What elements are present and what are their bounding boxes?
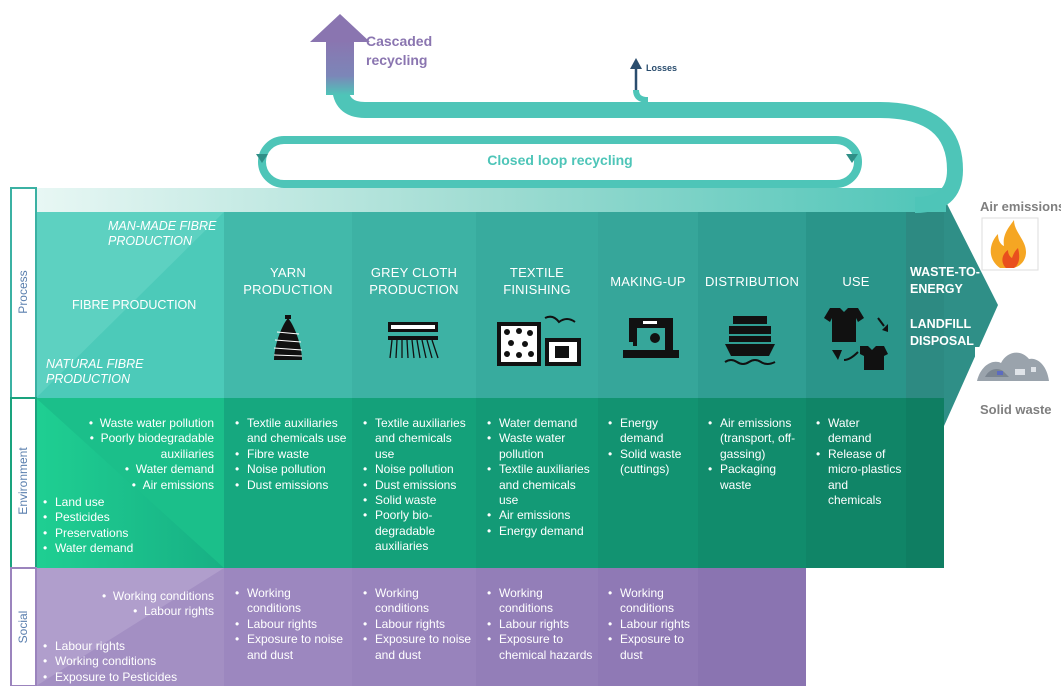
list-item: Working conditions	[361, 586, 473, 617]
row-label-environment: Environment	[16, 447, 30, 515]
list-item: Noise pollution	[233, 462, 348, 478]
closed-loop-label: Closed loop recycling	[487, 152, 633, 168]
list-item: Labour rights	[606, 617, 696, 633]
man-made-fibre-label: MAN-MADE FIBRE PRODUCTION	[108, 219, 217, 249]
dyeing-machine-icon	[497, 315, 581, 366]
env-list-yarn: Textile auxiliaries and chemicals use Fi…	[233, 416, 348, 493]
list-item: Exposure to noise and dust	[233, 632, 348, 663]
natural-fibre-label: NATURAL FIBRE PRODUCTION	[46, 357, 144, 387]
social-list-making-up: Working conditions Labour rights Exposur…	[606, 586, 696, 663]
fibre-env-left-list: Land use Pesticides Preservations Water …	[41, 495, 191, 557]
list-item: Water demand	[41, 541, 191, 557]
sewing-machine-icon	[623, 318, 679, 358]
outer-recycling-loop	[332, 40, 964, 213]
list-item: Solid waste (cuttings)	[606, 447, 696, 478]
list-item: Energy demand	[485, 524, 595, 540]
stage-title-making-up: MAKING-UP	[610, 274, 686, 289]
loom-icon	[388, 322, 439, 359]
list-item: Water demand	[814, 416, 902, 447]
row-label-process: Process	[16, 270, 30, 314]
env-list-use: Water demand Release of micro-plastics a…	[814, 416, 902, 508]
list-item: Working conditions	[606, 586, 696, 617]
list-item: Labour rights	[60, 604, 214, 619]
list-item: Working conditions	[60, 589, 214, 604]
list-item: Exposure to Pesticides	[41, 670, 221, 686]
list-item: Water demand	[485, 416, 595, 432]
list-item: Pesticides	[41, 510, 191, 526]
stage-title-yarn: YARN PRODUCTION	[243, 265, 333, 297]
list-item: Water demand	[52, 462, 214, 477]
list-item: Poorly biodegradable auxiliaries	[52, 431, 214, 462]
list-item: Packaging waste	[706, 462, 802, 493]
process-label-box	[10, 187, 37, 399]
list-item: Working conditions	[485, 586, 595, 617]
loop-band	[36, 188, 946, 212]
list-item: Exposure to dust	[606, 632, 696, 663]
list-item: Preservations	[41, 526, 191, 542]
env-list-finishing: Water demand Waste water pollution Texti…	[485, 416, 595, 540]
fibre-production-label: FIBRE PRODUCTION	[72, 298, 197, 312]
waste-to-energy-label: WASTE-TO-ENERGY	[910, 265, 980, 296]
process-row-bg	[36, 212, 906, 398]
losses-label: Losses	[646, 63, 678, 73]
yarn-cone-icon	[273, 315, 303, 360]
list-item: Working conditions	[41, 654, 221, 670]
list-item: Energy demand	[606, 416, 696, 447]
cascaded-arrow-shaft	[326, 40, 354, 95]
list-item: Labour rights	[233, 617, 348, 633]
list-item: Exposure to chemical hazards	[485, 632, 595, 663]
social-list-yarn: Working conditions Labour rights Exposur…	[233, 586, 348, 663]
fire-icon	[981, 217, 1039, 271]
stage-title-use: USE	[842, 274, 870, 289]
list-item: Labour rights	[361, 617, 473, 633]
solid-waste-label: Solid waste	[980, 402, 1052, 417]
list-item: Waste water pollution	[485, 431, 595, 462]
env-list-grey-cloth: Textile auxiliaries and chemicals use No…	[361, 416, 473, 555]
list-item: Dust emissions	[361, 478, 473, 494]
clothing-cycle-icon	[824, 308, 888, 370]
list-item: Waste water pollution	[52, 416, 214, 431]
stage-title-distribution: DISTRIBUTION	[704, 274, 800, 289]
env-list-distribution: Air emissions (transport, off-gassing) P…	[706, 416, 802, 493]
list-item: Air emissions	[52, 478, 214, 493]
list-item: Textile auxiliaries and chemicals use	[485, 462, 595, 508]
fibre-social-right-list: Working conditions Labour rights	[60, 589, 214, 620]
social-label-box	[10, 567, 37, 686]
cascaded-arrow-head	[310, 14, 370, 42]
list-item: Fibre waste	[233, 447, 348, 463]
landfill-icon	[975, 347, 1051, 383]
stage-title-finishing: TEXTILE FINISHING	[503, 265, 571, 297]
list-item: Release of micro-plastics and chemicals	[814, 447, 902, 509]
list-item: Air emissions (transport, off-gassing)	[706, 416, 802, 462]
list-item: Land use	[41, 495, 191, 511]
cascaded-recycling-label: Cascaded recycling	[366, 33, 433, 68]
row-label-social: Social	[16, 610, 30, 644]
list-item: Working conditions	[233, 586, 348, 617]
list-item: Dust emissions	[233, 478, 348, 494]
cargo-ship-icon	[724, 316, 776, 365]
list-item: Labour rights	[41, 639, 221, 655]
landfill-disposal-label: LANDFILL DISPOSAL	[910, 317, 974, 348]
list-item: Textile auxiliaries and chemicals use	[233, 416, 348, 447]
stage-title-grey-cloth: GREY CLOTH PRODUCTION	[369, 265, 459, 297]
list-item: Labour rights	[485, 617, 595, 633]
fibre-social-left-list: Labour rights Working conditions Exposur…	[41, 639, 221, 686]
list-item: Textile auxiliaries and chemicals use	[361, 416, 473, 462]
env-list-making-up: Energy demand Solid waste (cuttings)	[606, 416, 696, 478]
list-item: Solid waste	[361, 493, 473, 509]
environment-label-box	[10, 397, 37, 569]
fibre-env-right-list: Waste water pollution Poorly biodegradab…	[52, 416, 214, 493]
social-list-finishing: Working conditions Labour rights Exposur…	[485, 586, 595, 663]
list-item: Poorly bio-degradable auxiliaries	[361, 508, 473, 554]
social-list-grey-cloth: Working conditions Labour rights Exposur…	[361, 586, 473, 663]
air-emissions-label: Air emissions	[980, 199, 1061, 214]
list-item: Noise pollution	[361, 462, 473, 478]
list-item: Exposure to noise and dust	[361, 632, 473, 663]
list-item: Air emissions	[485, 508, 595, 524]
